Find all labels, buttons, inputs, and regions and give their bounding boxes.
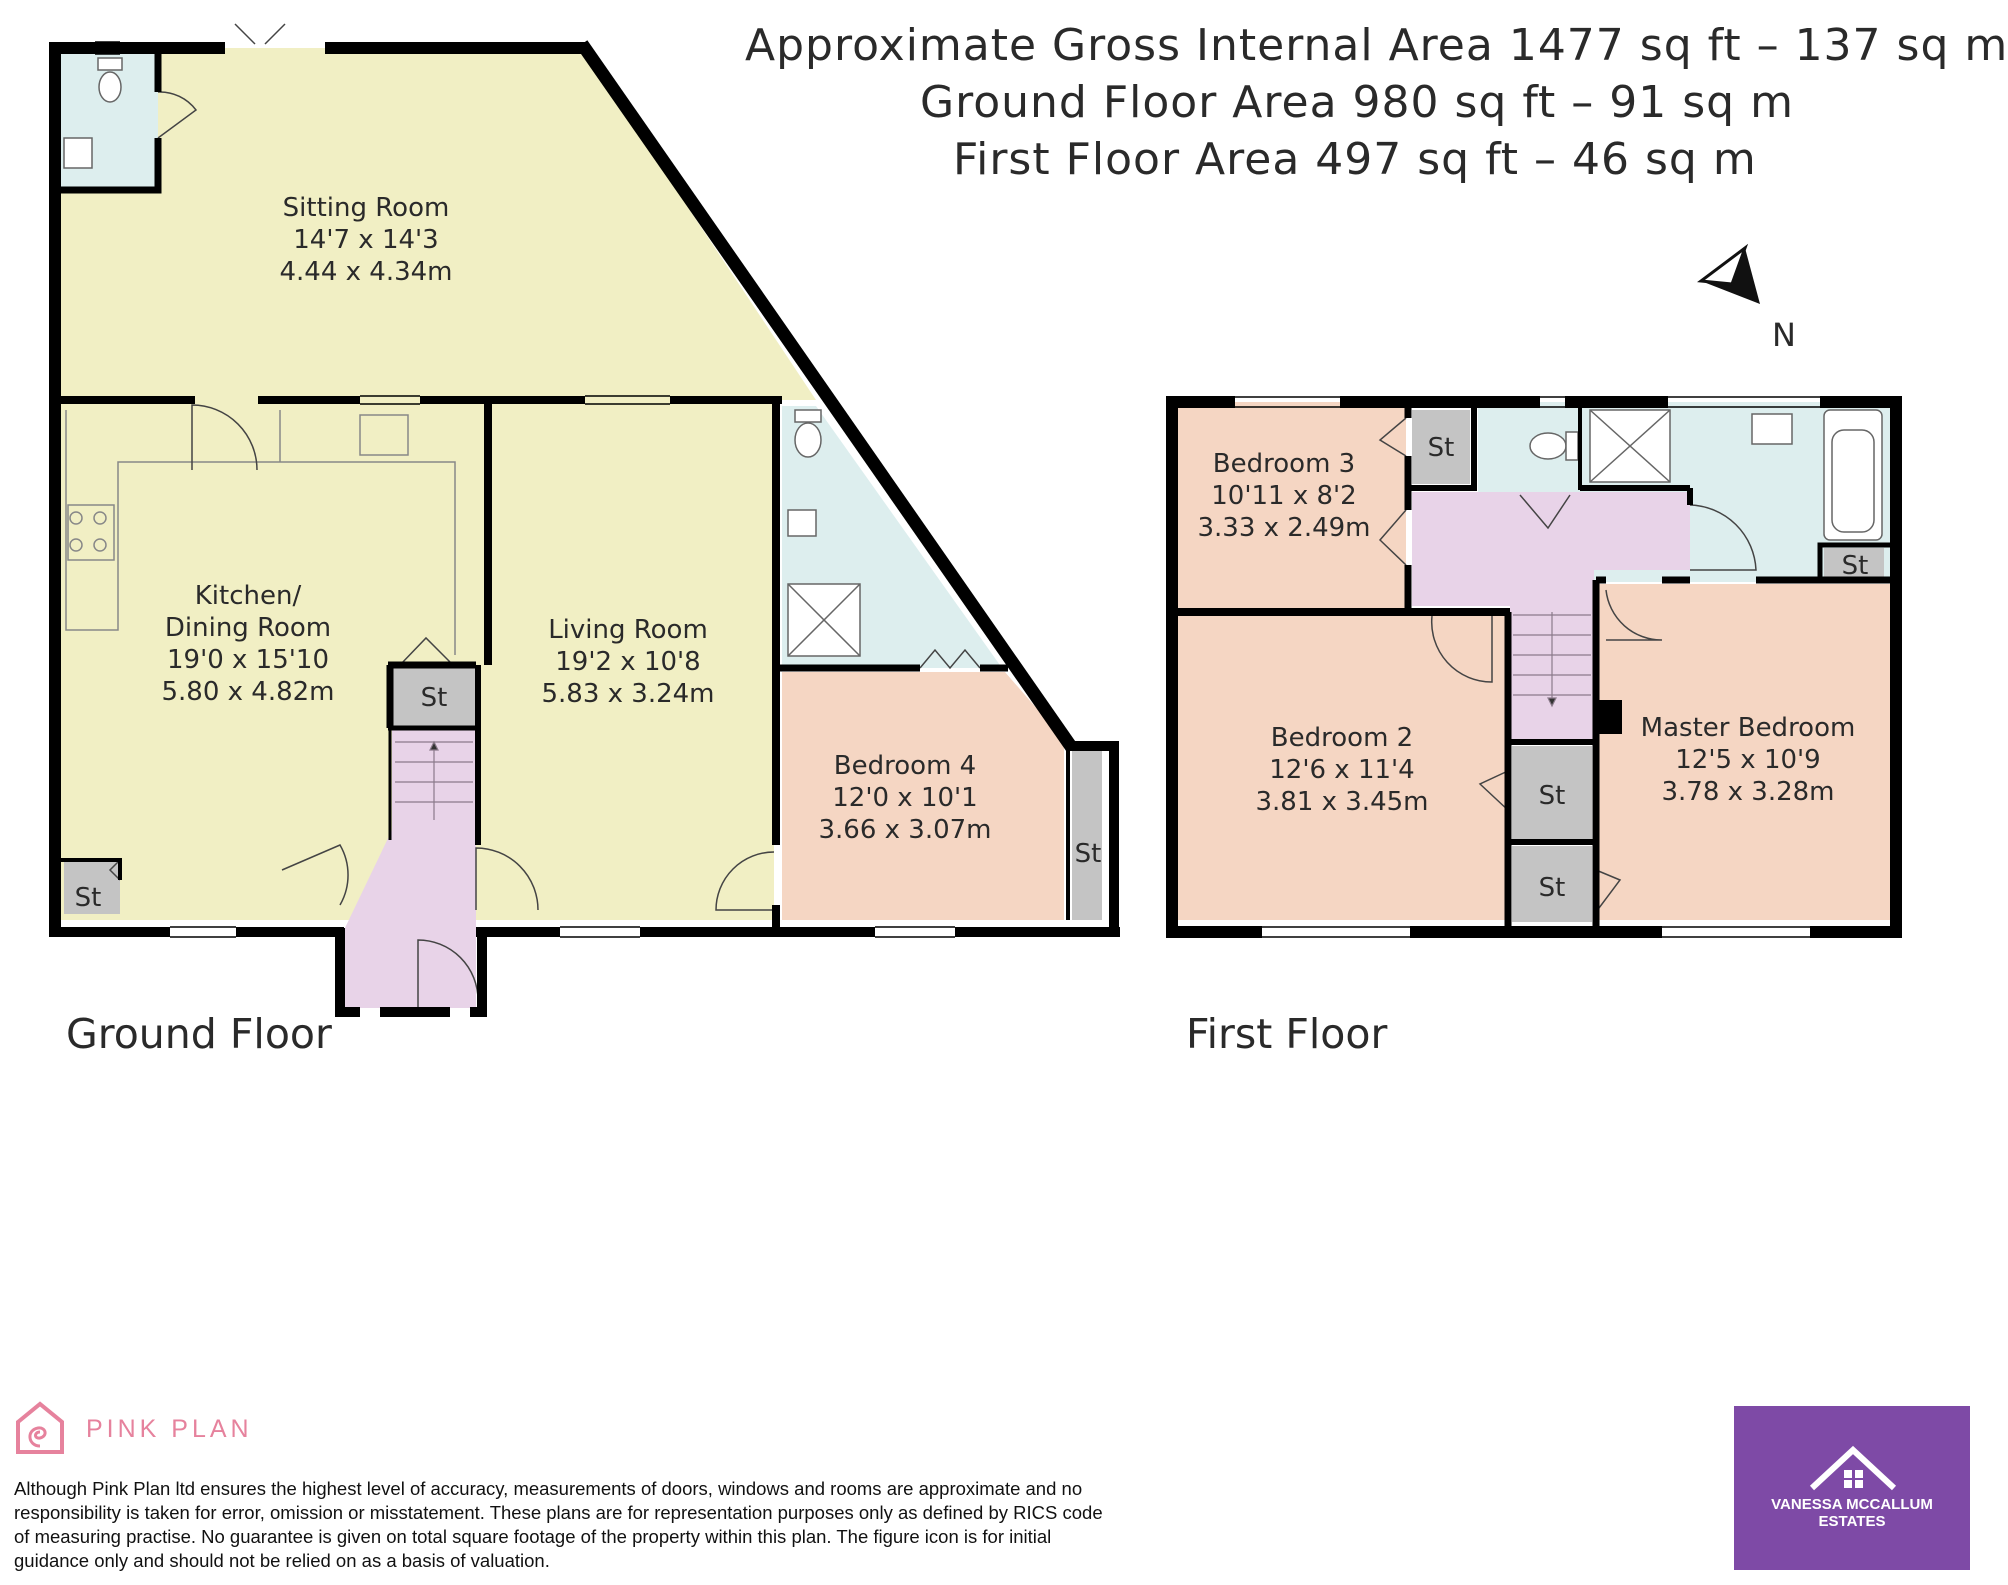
kitchen-imperial: 19'0 x 15'10 bbox=[167, 645, 329, 675]
bedroom-4-metric: 3.66 x 3.07m bbox=[818, 815, 991, 845]
first-door-swings bbox=[1378, 417, 1757, 913]
bedroom-4 bbox=[782, 672, 1064, 920]
house-roof-icon bbox=[1809, 1445, 1897, 1491]
first-stair-treads bbox=[1513, 612, 1591, 708]
ground-floor-area-text: Ground Floor Area 980 sq ft – 91 sq m bbox=[920, 77, 1794, 128]
first-storage-bath bbox=[1824, 548, 1884, 580]
disclaimer-text: Although Pink Plan ltd ensures the highe… bbox=[14, 1478, 1103, 1571]
first-floor-area-text: First Floor Area 497 sq ft – 46 sq m bbox=[953, 134, 1757, 185]
first-storage-mid bbox=[1512, 746, 1592, 840]
master-bedroom-imperial: 12'5 x 10'9 bbox=[1675, 745, 1820, 775]
bedroom-2-name: Bedroom 2 bbox=[1271, 723, 1413, 753]
storage-label-stairs: St bbox=[421, 683, 448, 713]
storage-label-bedroom-4: St bbox=[1075, 839, 1102, 869]
living-room-name: Living Room bbox=[548, 615, 708, 645]
bedroom-4-name: Bedroom 4 bbox=[834, 751, 976, 781]
bedroom-2 bbox=[1178, 614, 1506, 920]
master-bedroom-metric: 3.78 x 3.28m bbox=[1661, 777, 1834, 807]
master-bedroom-name: Master Bedroom bbox=[1641, 713, 1856, 743]
storage-label-lower: St bbox=[1539, 873, 1566, 903]
bedroom-3-name: Bedroom 3 bbox=[1213, 449, 1355, 479]
storage-label-bedroom-3: St bbox=[1428, 433, 1455, 463]
sitting-room-metric: 4.44 x 4.34m bbox=[279, 257, 452, 287]
kitchen-metric: 5.80 x 4.82m bbox=[161, 677, 334, 707]
living-room-imperial: 19'2 x 10'8 bbox=[555, 647, 700, 677]
gross-area-text: Approximate Gross Internal Area 1477 sq … bbox=[745, 20, 2008, 71]
bedroom-2-imperial: 12'6 x 11'4 bbox=[1269, 755, 1414, 785]
bedroom-3-metric: 3.33 x 2.49m bbox=[1197, 513, 1370, 543]
pink-plan-brand: PINK PLAN bbox=[86, 1415, 253, 1443]
sitting-room bbox=[58, 48, 816, 400]
ground-floor-title: Ground Floor bbox=[66, 1010, 332, 1058]
bedroom-2-metric: 3.81 x 3.45m bbox=[1255, 787, 1428, 817]
ground-door-swings bbox=[108, 23, 981, 1008]
storage-label-corner: St bbox=[75, 883, 102, 913]
floor-plan-drawing: N Sitting Room 14'7 x 14'3 4.44 x 4.34m … bbox=[49, 23, 1902, 1017]
bedroom-4-imperial: 12'0 x 10'1 bbox=[832, 783, 977, 813]
storage-label-landing: St bbox=[1539, 781, 1566, 811]
ground-stair-treads bbox=[395, 740, 473, 820]
ground-storage-under-stairs bbox=[392, 668, 476, 726]
ground-wc-fixtures bbox=[63, 57, 861, 657]
estate-agent-logo: VANESSA MCCALLUM ESTATES bbox=[1734, 1406, 1970, 1570]
pink-plan-logo-icon bbox=[16, 1401, 64, 1454]
kitchen-name-line2: Dining Room bbox=[165, 613, 331, 643]
bedroom-4-storage bbox=[1072, 750, 1102, 920]
first-storage-low bbox=[1512, 846, 1592, 922]
kitchen-units bbox=[65, 410, 456, 655]
chimney-breast bbox=[1598, 700, 1622, 734]
sitting-room-imperial: 14'7 x 14'3 bbox=[293, 225, 438, 255]
first-floor-title: First Floor bbox=[1186, 1010, 1388, 1058]
living-room-metric: 5.83 x 3.24m bbox=[541, 679, 714, 709]
kitchen-name-line1: Kitchen/ bbox=[195, 581, 302, 611]
living-room bbox=[486, 400, 774, 920]
bedroom-3 bbox=[1178, 402, 1406, 610]
ground-floor-walls bbox=[49, 40, 1120, 1017]
first-storage-bed3 bbox=[1412, 410, 1470, 484]
landing bbox=[1412, 492, 1690, 740]
first-windows bbox=[1235, 396, 1820, 938]
estate-agent-line1: VANESSA MCCALLUM bbox=[1771, 1496, 1933, 1513]
north-compass-icon bbox=[1697, 243, 1760, 304]
estate-agent-name: VANESSA MCCALLUM ESTATES bbox=[1734, 1496, 1970, 1530]
sitting-room-name: Sitting Room bbox=[283, 193, 450, 223]
first-bathroom-fixtures bbox=[1529, 409, 1883, 541]
bedroom-3-imperial: 10'11 x 8'2 bbox=[1211, 481, 1356, 511]
compass-label: N bbox=[1772, 316, 1796, 354]
estate-agent-line2: ESTATES bbox=[1818, 1513, 1886, 1530]
storage-label-bathroom: St bbox=[1842, 551, 1869, 581]
ground-windows bbox=[95, 41, 955, 938]
first-floor-walls bbox=[1166, 396, 1902, 938]
